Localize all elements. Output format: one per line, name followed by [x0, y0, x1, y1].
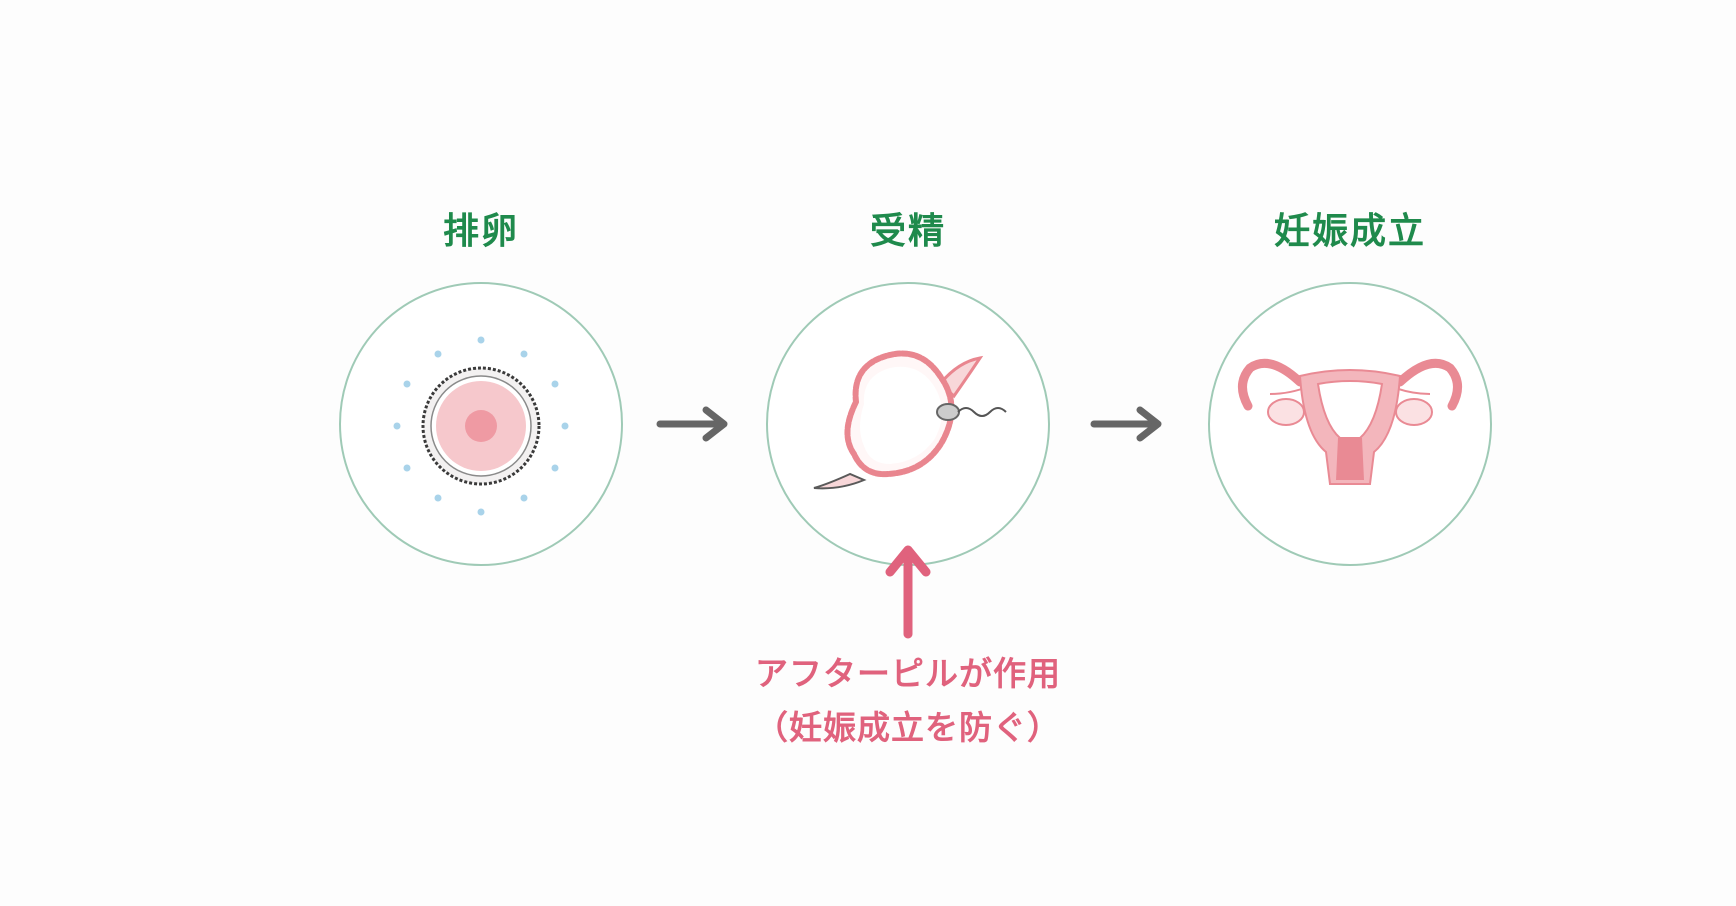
fertilization-icon [813, 350, 1007, 490]
note-line1: アフターピルが作用 [755, 654, 1061, 693]
egg-cell-icon [393, 336, 569, 516]
stage-title-ovulation: 排卵 [442, 211, 519, 252]
stage-circle-ovulation [339, 282, 623, 566]
stage-title-pregnancy: 妊娠成立 [1273, 211, 1426, 252]
arrow-right-icon [656, 406, 728, 442]
stage-circle-pregnancy [1208, 282, 1492, 566]
arrow-right-icon [1090, 406, 1162, 442]
stage-title-fertilization: 受精 [869, 211, 946, 252]
uterus-icon [1238, 358, 1462, 485]
stage-circle-fertilization [766, 282, 1050, 566]
up-arrow-icon [885, 545, 931, 639]
note-line2: （妊娠成立を防ぐ） [755, 708, 1061, 747]
